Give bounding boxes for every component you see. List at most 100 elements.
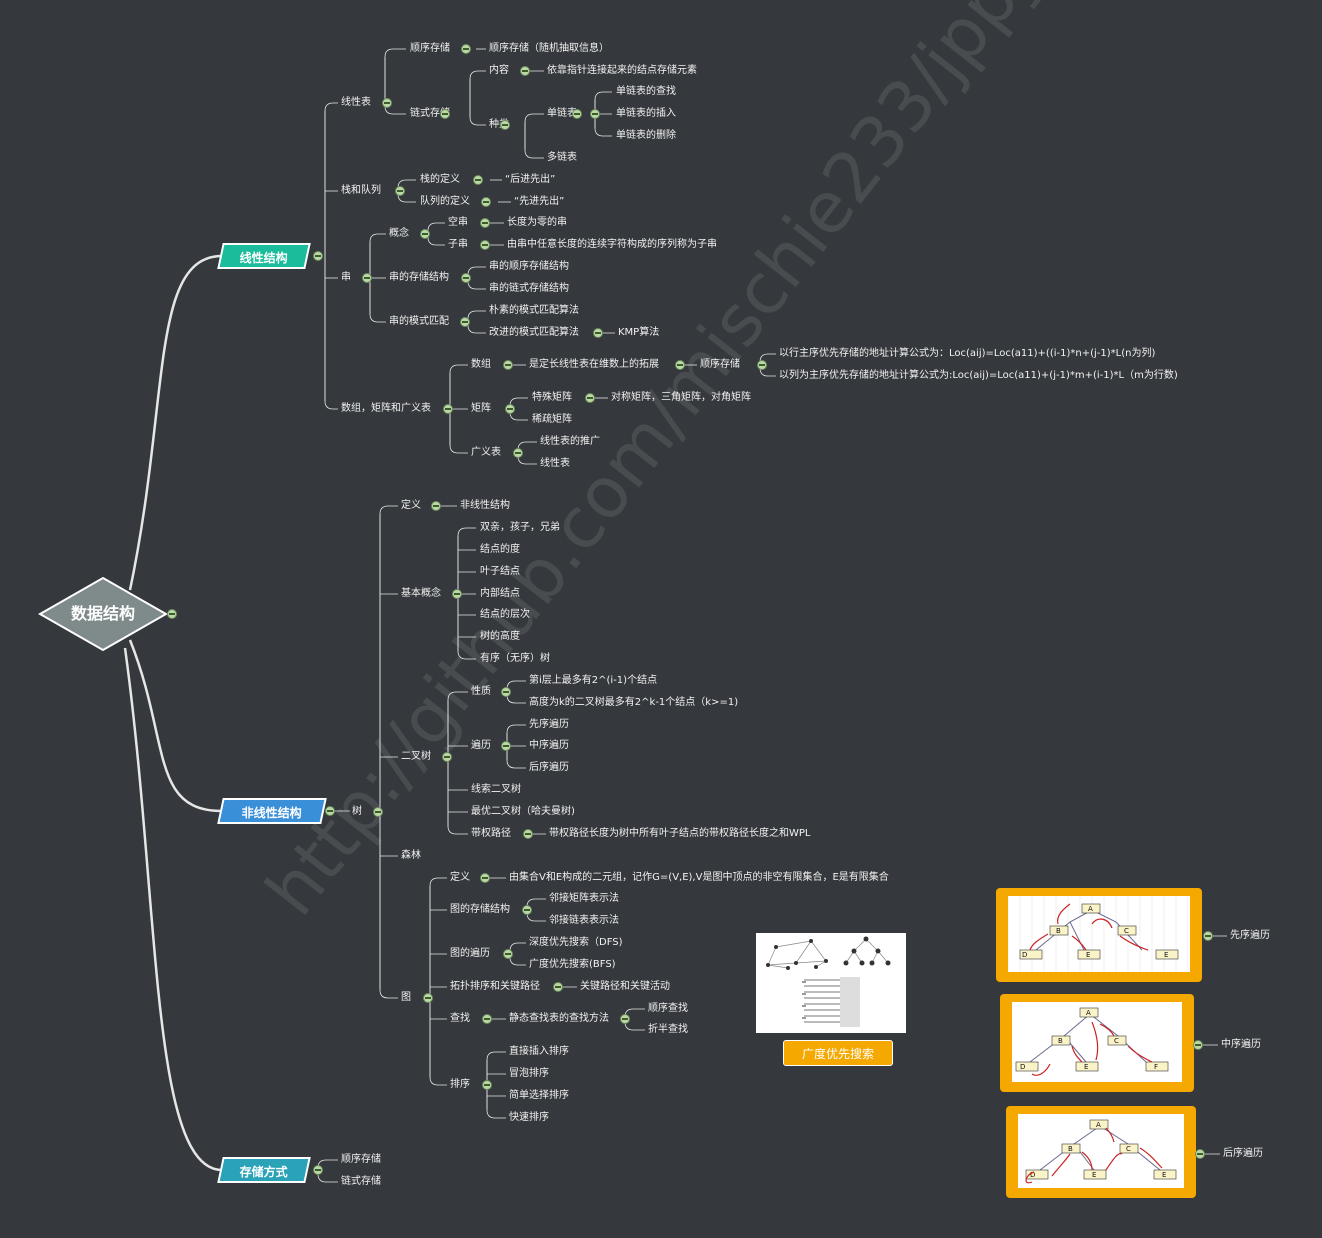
collapse-toggle-icon[interactable] bbox=[585, 393, 595, 403]
node-sparse[interactable]: 稀疏矩阵 bbox=[532, 414, 572, 425]
node-graph[interactable]: 图 bbox=[401, 992, 411, 1003]
node-basic[interactable]: 基本概念 bbox=[401, 588, 441, 599]
node-str-storage[interactable]: 串的存储结构 bbox=[389, 272, 449, 283]
node-kmp[interactable]: KMP算法 bbox=[618, 327, 660, 338]
node-multi-list[interactable]: 多链表 bbox=[547, 152, 577, 163]
branch-nonlinear[interactable]: 非线性结构 bbox=[217, 798, 327, 824]
node-sort-3[interactable]: 快速排序 bbox=[509, 1112, 549, 1123]
root-diamond[interactable] bbox=[38, 576, 168, 652]
node-naive[interactable]: 朴素的模式匹配算法 bbox=[489, 305, 579, 316]
collapse-toggle-icon[interactable] bbox=[593, 328, 603, 338]
node-matrix[interactable]: 矩阵 bbox=[471, 403, 491, 414]
branch-storage[interactable]: 存储方式 bbox=[217, 1157, 311, 1183]
collapse-toggle-icon[interactable] bbox=[473, 175, 483, 185]
collapse-toggle-icon[interactable] bbox=[590, 109, 600, 119]
node-binary[interactable]: 二叉树 bbox=[401, 751, 431, 762]
collapse-toggle-icon[interactable] bbox=[482, 1014, 492, 1024]
collapse-toggle-icon[interactable] bbox=[501, 741, 511, 751]
node-g-traverse[interactable]: 图的遍历 bbox=[450, 948, 490, 959]
node-props[interactable]: 性质 bbox=[471, 686, 491, 697]
collapse-toggle-icon[interactable] bbox=[167, 609, 177, 619]
node-empty-desc[interactable]: 长度为零的串 bbox=[507, 217, 567, 228]
node-adj-list[interactable]: 邻接链表表示法 bbox=[549, 915, 619, 926]
node-g-def-desc[interactable]: 由集合V和E构成的二元组，记作G=(V,E),V是图中顶点的非空有限集合，E是有… bbox=[509, 872, 889, 883]
node-basic-3[interactable]: 内部结点 bbox=[480, 588, 520, 599]
collapse-toggle-icon[interactable] bbox=[482, 1080, 492, 1090]
node-basic-4[interactable]: 结点的层次 bbox=[480, 609, 530, 620]
node-special-desc[interactable]: 对称矩阵，三角矩阵，对角矩阵 bbox=[611, 392, 751, 403]
collapse-toggle-icon[interactable] bbox=[523, 829, 533, 839]
collapse-toggle-icon[interactable] bbox=[481, 197, 491, 207]
collapse-toggle-icon[interactable] bbox=[373, 807, 383, 817]
collapse-toggle-icon[interactable] bbox=[620, 1014, 630, 1024]
node-bfs[interactable]: 广度优先搜索(BFS) bbox=[529, 959, 616, 970]
node-linear-table[interactable]: 线性表 bbox=[341, 97, 371, 108]
node-glist-2[interactable]: 线性表 bbox=[540, 458, 570, 469]
collapse-toggle-icon[interactable] bbox=[452, 589, 462, 599]
node-special-matrix[interactable]: 特殊矩阵 bbox=[532, 392, 572, 403]
collapse-toggle-icon[interactable] bbox=[520, 66, 530, 76]
collapse-toggle-icon[interactable] bbox=[1193, 1040, 1203, 1050]
node-tree-def[interactable]: 定义 bbox=[401, 500, 421, 511]
node-array-desc[interactable]: 是定长线性表在维数上的拓展 bbox=[529, 359, 659, 370]
node-array-group[interactable]: 数组，矩阵和广义表 bbox=[341, 403, 431, 414]
collapse-toggle-icon[interactable] bbox=[503, 360, 513, 370]
node-col-major[interactable]: 以列为主序优先存储的地址计算公式为:Loc(aij)=Loc(a11)+(j-1… bbox=[779, 370, 1178, 381]
node-tree-def-desc[interactable]: 非线性结构 bbox=[460, 500, 510, 511]
collapse-toggle-icon[interactable] bbox=[1195, 1149, 1205, 1159]
node-basic-1[interactable]: 结点的度 bbox=[480, 544, 520, 555]
node-search[interactable]: 查找 bbox=[450, 1013, 470, 1024]
node-array[interactable]: 数组 bbox=[471, 359, 491, 370]
node-seq-storage[interactable]: 顺序存储 bbox=[410, 43, 450, 54]
node-storage-link[interactable]: 链式存储 bbox=[341, 1176, 381, 1187]
inorder-card[interactable]: A B C D E F bbox=[1000, 994, 1194, 1092]
node-storage-seq[interactable]: 顺序存储 bbox=[341, 1154, 381, 1165]
node-dfs[interactable]: 深度优先搜索（DFS) bbox=[529, 937, 623, 948]
node-post[interactable]: 后序遍历 bbox=[529, 762, 569, 773]
collapse-toggle-icon[interactable] bbox=[443, 404, 453, 414]
collapse-toggle-icon[interactable] bbox=[460, 317, 470, 327]
node-weighted[interactable]: 带权路径 bbox=[471, 828, 511, 839]
collapse-toggle-icon[interactable] bbox=[325, 806, 335, 816]
collapse-toggle-icon[interactable] bbox=[461, 44, 471, 54]
node-content[interactable]: 内容 bbox=[489, 65, 509, 76]
collapse-toggle-icon[interactable] bbox=[553, 982, 563, 992]
node-pre[interactable]: 先序遍历 bbox=[529, 719, 569, 730]
node-seq-search[interactable]: 顺序查找 bbox=[648, 1003, 688, 1014]
collapse-toggle-icon[interactable] bbox=[500, 120, 510, 130]
collapse-toggle-icon[interactable] bbox=[423, 993, 433, 1003]
node-substr-desc[interactable]: 由串中任意长度的连续字符构成的序列称为子串 bbox=[507, 239, 717, 250]
branch-linear[interactable]: 线性结构 bbox=[217, 243, 311, 269]
node-pattern[interactable]: 串的模式匹配 bbox=[389, 316, 449, 327]
collapse-toggle-icon[interactable] bbox=[757, 360, 767, 370]
postorder-label[interactable]: 后序遍历 bbox=[1223, 1148, 1263, 1159]
collapse-toggle-icon[interactable] bbox=[313, 1165, 323, 1175]
collapse-toggle-icon[interactable] bbox=[480, 873, 490, 883]
collapse-toggle-icon[interactable] bbox=[572, 109, 582, 119]
node-glist[interactable]: 广义表 bbox=[471, 447, 501, 458]
node-bin-search[interactable]: 折半查找 bbox=[648, 1024, 688, 1035]
node-weighted-desc[interactable]: 带权路径长度为树中所有叶子结点的带权路径长度之和WPL bbox=[549, 828, 811, 839]
collapse-toggle-icon[interactable] bbox=[362, 273, 372, 283]
node-prop-1[interactable]: 第i层上最多有2^(i-1)个结点 bbox=[529, 675, 658, 686]
collapse-toggle-icon[interactable] bbox=[480, 218, 490, 228]
node-critical[interactable]: 关键路径和关键活动 bbox=[580, 981, 670, 992]
node-static-search[interactable]: 静态查找表的查找方法 bbox=[509, 1013, 609, 1024]
node-g-def[interactable]: 定义 bbox=[450, 872, 470, 883]
node-basic-2[interactable]: 叶子结点 bbox=[480, 566, 520, 577]
collapse-toggle-icon[interactable] bbox=[503, 949, 513, 959]
node-single-list[interactable]: 单链表 bbox=[547, 108, 577, 119]
node-single-insert[interactable]: 单链表的插入 bbox=[616, 108, 676, 119]
node-single-delete[interactable]: 单链表的删除 bbox=[616, 130, 676, 141]
node-single-find[interactable]: 单链表的查找 bbox=[616, 86, 676, 97]
node-glist-1[interactable]: 线性表的推广 bbox=[540, 436, 600, 447]
bfs-card-label[interactable]: 广度优先搜索 bbox=[783, 1040, 893, 1066]
node-basic-6[interactable]: 有序（无序）树 bbox=[480, 653, 550, 664]
node-basic-5[interactable]: 树的高度 bbox=[480, 631, 520, 642]
node-concept[interactable]: 概念 bbox=[389, 228, 409, 239]
node-g-storage[interactable]: 图的存储结构 bbox=[450, 904, 510, 915]
node-queue-def[interactable]: 队列的定义 bbox=[420, 196, 470, 207]
node-tree[interactable]: 树 bbox=[352, 806, 362, 817]
collapse-toggle-icon[interactable] bbox=[513, 448, 523, 458]
node-threaded[interactable]: 线索二叉树 bbox=[471, 784, 521, 795]
